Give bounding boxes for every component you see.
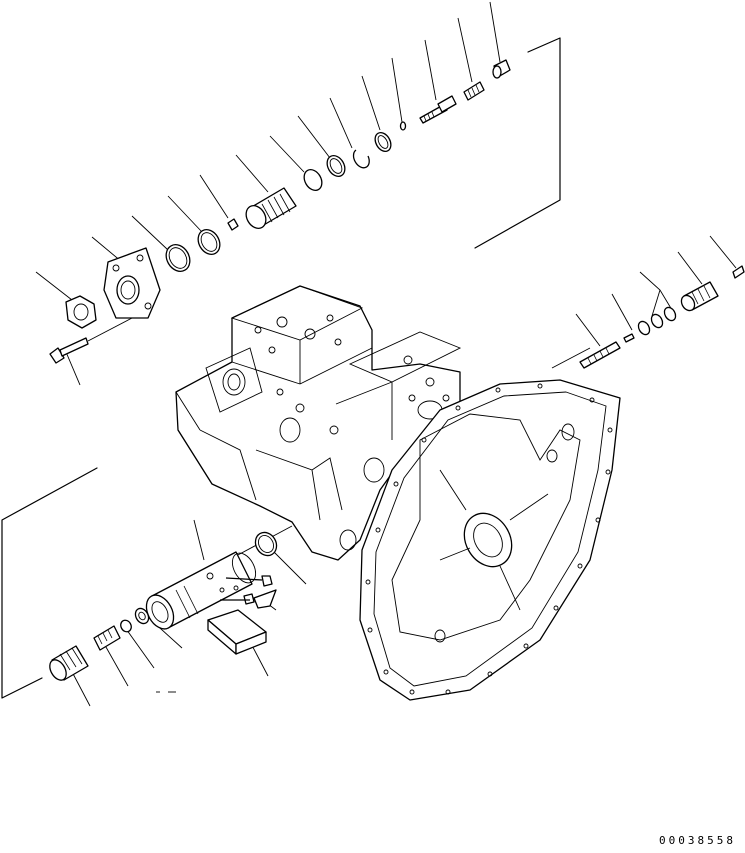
o-ring-icon bbox=[637, 320, 651, 336]
drawing-number: 00038558 bbox=[659, 834, 736, 847]
spring-lower-icon bbox=[93, 625, 121, 651]
cap-small-icon bbox=[732, 265, 745, 279]
threaded-plug-icon bbox=[245, 187, 297, 229]
block-pad-icon bbox=[207, 609, 267, 655]
group-bracket-upper bbox=[474, 37, 561, 249]
hex-nut-icon bbox=[65, 295, 97, 329]
o-ring-icon bbox=[303, 169, 323, 191]
spring-small-icon bbox=[463, 81, 485, 101]
o-ring-icon bbox=[326, 155, 346, 177]
leader-lines-upper bbox=[35, 1, 501, 386]
seat-small-icon bbox=[120, 619, 132, 633]
o-ring-lower-icon bbox=[254, 531, 278, 557]
snap-ring-icon bbox=[352, 149, 370, 169]
leader-lines-right bbox=[551, 235, 737, 369]
nut-small-icon bbox=[227, 218, 239, 231]
pump-housing-flange-icon bbox=[359, 379, 621, 701]
o-ring-icon bbox=[663, 306, 677, 322]
o-ring-icon bbox=[165, 244, 191, 272]
pump-body-icon bbox=[175, 285, 462, 561]
spool-needle-icon bbox=[419, 95, 457, 124]
spring-large-icon bbox=[49, 645, 89, 681]
o-ring-icon bbox=[374, 132, 392, 152]
sleeve-cylinder-icon bbox=[145, 551, 257, 630]
small-screws-icon bbox=[220, 575, 277, 609]
washer-icon bbox=[134, 607, 150, 625]
flange-block-icon bbox=[103, 247, 161, 319]
spool-right-icon bbox=[579, 341, 621, 369]
threaded-plug-right-icon bbox=[680, 281, 719, 312]
pin-right-icon bbox=[623, 333, 635, 343]
bolt-icon bbox=[49, 317, 133, 364]
o-ring-icon bbox=[650, 313, 664, 329]
plug-icon bbox=[492, 59, 511, 79]
group-bracket-lower bbox=[1, 467, 98, 699]
pin-small-icon bbox=[399, 121, 407, 131]
o-ring-icon bbox=[197, 229, 221, 255]
